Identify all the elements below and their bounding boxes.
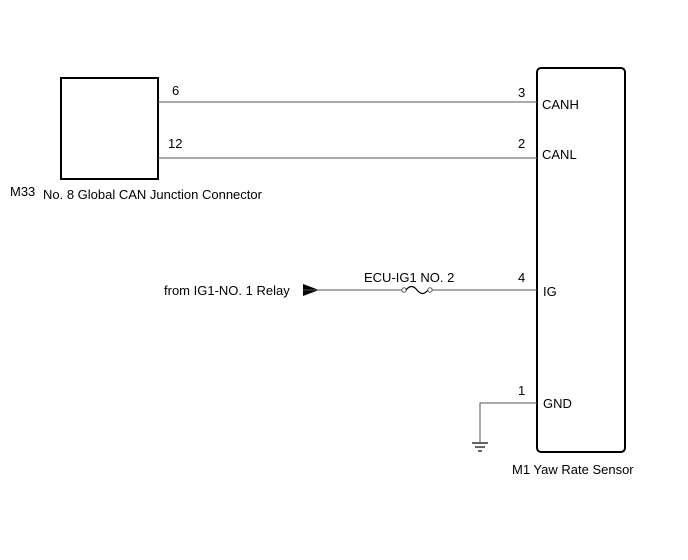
ig-sensor-pin: 4 — [518, 270, 525, 285]
canh-junction-pin: 6 — [172, 83, 179, 98]
ig-source-label: from IG1-NO. 1 Relay — [164, 283, 290, 298]
junction-connector-code: M33 — [10, 184, 35, 199]
fuse-label: ECU-IG1 NO. 2 — [364, 270, 454, 285]
gnd-signal-label: GND — [543, 396, 572, 411]
canl-sensor-pin: 2 — [518, 136, 525, 151]
gnd-sensor-pin: 1 — [518, 383, 525, 398]
yaw-rate-sensor-box — [536, 67, 626, 453]
canh-sensor-pin: 3 — [518, 85, 525, 100]
canh-signal-label: CANH — [542, 97, 579, 112]
fuse-icon — [405, 285, 429, 295]
junction-connector-name: No. 8 Global CAN Junction Connector — [43, 187, 263, 202]
ig-signal-label: IG — [543, 284, 557, 299]
gnd-wire — [479, 402, 537, 443]
junction-connector-box — [60, 77, 159, 180]
canl-signal-label: CANL — [542, 147, 577, 162]
fuse-right-terminal-icon — [427, 287, 433, 293]
yaw-rate-sensor-caption: M1 Yaw Rate Sensor — [512, 462, 634, 477]
canl-junction-pin: 12 — [168, 136, 182, 151]
fuse-left-terminal-icon — [401, 287, 407, 293]
